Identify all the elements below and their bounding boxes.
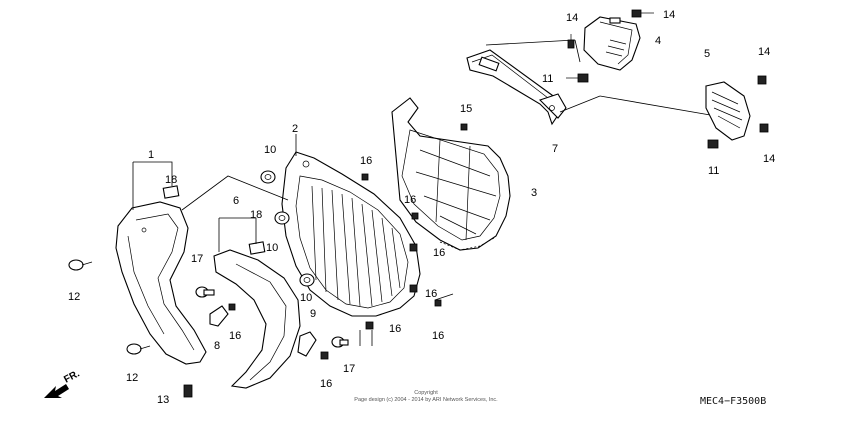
leader-line [599,95,717,117]
callout-11: 11 [542,73,553,85]
leader-line [181,175,289,211]
screw-16-icon[interactable] [409,243,418,252]
copyright-title: Copyright [414,390,438,396]
grommet-10-icon[interactable] [299,273,315,287]
part-7-bracket[interactable] [466,49,567,126]
front-direction-label: FR. [62,368,82,385]
callout-17: 17 [191,253,203,265]
copyright-line: Page design (c) 2004 - 2014 by ARI Netwo… [354,397,498,403]
part-1-side-cowl[interactable] [115,201,207,365]
callout-3: 3 [531,187,537,199]
callout-16: 16 [320,378,332,390]
sticker-18-icon[interactable] [248,241,266,255]
grommet-11-icon[interactable] [566,73,589,83]
callout-16: 16 [404,194,416,206]
callout-4: 4 [655,35,661,47]
callout-10: 10 [300,292,312,304]
bolt-14-icon[interactable] [567,34,575,49]
callout-12: 12 [126,372,138,384]
callout-18: 18 [165,174,177,186]
callout-7: 7 [552,143,558,155]
leader-line [218,217,257,252]
clip-9-icon[interactable] [297,331,317,357]
bolt-14-icon[interactable] [759,123,769,133]
sticker-18-icon[interactable] [162,185,180,199]
part-5-duct[interactable] [705,81,751,141]
bolt-14-icon[interactable] [757,75,767,85]
callout-16: 16 [360,155,372,167]
callout-6: 6 [233,195,239,207]
clip-12-icon[interactable] [68,259,93,271]
screw-16-icon[interactable] [434,299,442,307]
callout-17: 17 [343,363,355,375]
callout-13: 13 [157,394,169,406]
front-direction-arrow-icon [44,384,69,398]
clip-12-icon[interactable] [126,343,151,355]
callout-16: 16 [432,330,444,342]
callout-8: 8 [214,340,220,352]
callout-16: 16 [433,247,445,259]
callout-9: 9 [310,308,316,320]
callout-16: 16 [229,330,241,342]
screw-15-icon[interactable] [460,123,468,131]
screw-16-icon[interactable] [411,212,419,220]
leader-line [559,95,601,113]
leader-line [485,39,576,46]
callout-11: 11 [708,165,719,177]
callout-16: 16 [389,323,401,335]
callout-18: 18 [250,209,262,221]
callout-10: 10 [266,242,278,254]
fastener-13-icon[interactable] [183,384,193,398]
part-4-cover[interactable] [583,16,641,71]
part-2-grille[interactable] [281,151,421,317]
part-6-side-cowl[interactable] [213,249,301,389]
grommet-10-icon[interactable] [260,170,276,184]
callout-16: 16 [425,288,437,300]
part-3-inner-frame[interactable] [391,97,511,251]
callout-10: 10 [264,144,276,156]
callout-14: 14 [566,12,578,24]
callout-15: 15 [460,103,472,115]
callout-14: 14 [663,9,675,21]
leader-line [132,161,173,210]
leader-line [574,39,581,63]
screw-16-icon[interactable] [228,303,236,311]
screw-16-icon[interactable] [409,284,418,293]
callout-12: 12 [68,291,80,303]
screw-16-icon[interactable] [365,321,374,330]
callout-14: 14 [758,46,770,58]
screw-16-icon[interactable] [361,173,369,181]
callout-14: 14 [763,153,775,165]
callout-5: 5 [704,48,710,60]
grommet-10-icon[interactable] [274,211,290,225]
leader-line [434,293,454,301]
bolt-14-icon[interactable] [631,9,654,18]
callout-2: 2 [292,123,298,135]
grommet-17-icon[interactable] [195,286,215,298]
diagram-code: MEC4−F3500B [700,396,766,407]
grommet-17-icon[interactable] [331,336,349,348]
screw-16-icon[interactable] [320,351,329,360]
callout-1: 1 [148,149,154,161]
bracket-8-icon[interactable] [209,305,229,327]
grommet-11-icon[interactable] [707,139,719,149]
